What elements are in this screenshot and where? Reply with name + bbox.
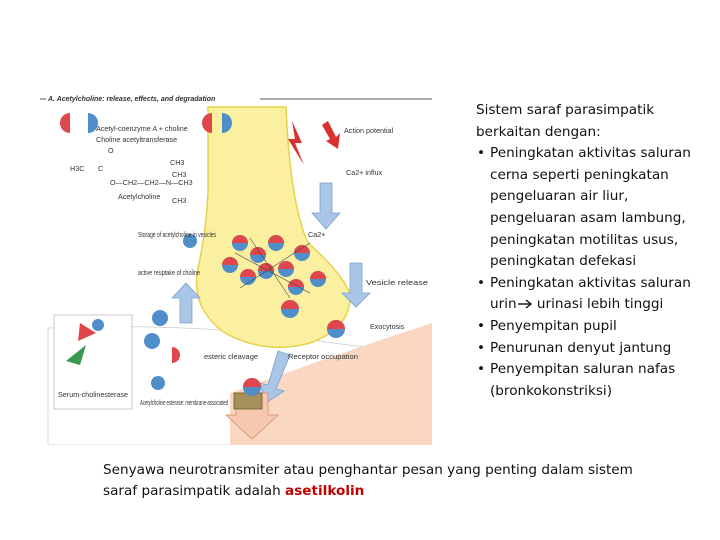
label-ch3-top: CH3 <box>170 158 184 167</box>
label-chain: O—CH2—CH2—N—CH3 <box>110 178 193 187</box>
acetylcholine-figure: A. Acetylcholine: release, effects, and … <box>40 93 432 445</box>
postsynaptic-membrane <box>230 323 432 445</box>
side-bullet-list: Peningkatan aktivitas saluran cerna sepe… <box>476 143 716 402</box>
action-potential-spark <box>288 121 304 165</box>
footer-caption: Senyawa neurotransmiter atau penghantar … <box>103 460 663 502</box>
label-h3c: H3C <box>70 164 84 173</box>
cholinesterase-shape <box>66 345 86 365</box>
bullet-item: Penyempitan pupil <box>476 316 716 338</box>
label-o: O <box>108 146 114 155</box>
label-ca: Ca2+ <box>308 230 325 239</box>
label-ch3-right: CH3 <box>172 170 186 179</box>
figure-title: A. Acetylcholine: release, effects, and … <box>47 96 215 103</box>
label-exocytosis: Exocytosis <box>370 322 405 331</box>
acetylcholine-molecules <box>60 113 345 396</box>
bullet-urine-part-b: urinasi lebih tinggi <box>532 296 664 313</box>
bullet-urine-part-a: Peningkatan aktivitas saluran urin <box>490 274 691 313</box>
figure-canvas: A. Acetylcholine: release, effects, and … <box>40 96 432 445</box>
side-heading: Sistem saraf parasimpatik berkaitan deng… <box>476 102 655 140</box>
label-acetylcholine: Acetylcholine <box>118 192 160 201</box>
bullet-item-urine: Peningkatan aktivitas saluran urin urina… <box>476 273 716 316</box>
label-c: C <box>98 164 103 173</box>
nerve-terminal <box>195 106 351 348</box>
bullet-item: Penurunan denyut jantung <box>476 338 716 360</box>
label-serum: Serum-cholinesterase <box>58 390 128 399</box>
label-acetyl-coa: Acetyl-coenzyme A + choline <box>96 124 188 133</box>
release-arrow <box>311 182 341 230</box>
ca-influx-arrow <box>322 121 340 149</box>
label-vesicle-release: Vesicle release <box>366 278 428 287</box>
exocytosis-arrow <box>341 262 371 308</box>
label-action-potential: Action potential <box>344 126 394 135</box>
reuptake-arrow <box>171 282 201 324</box>
side-panel: Sistem saraf parasimpatik berkaitan deng… <box>476 100 716 402</box>
bullet-item: Penyempitan saluran nafas (bronkokonstri… <box>476 359 716 402</box>
footer-accent-term: asetilkolin <box>285 483 365 499</box>
label-reuptake: active reuptake of choline <box>138 268 200 277</box>
label-receptor: Receptor occupation <box>288 352 358 361</box>
bullet-item: Peningkatan aktivitas saluran cerna sepe… <box>476 143 716 273</box>
receptor-block <box>233 392 263 410</box>
label-ache: Acetylcholine esterase: membrane-associa… <box>140 398 228 407</box>
label-esteric: esteric cleavage <box>204 352 258 361</box>
cleavage-arrow <box>259 350 291 404</box>
vesicle-cluster <box>222 235 326 299</box>
label-ca-influx: Ca2+ influx <box>346 168 383 177</box>
label-ch3-bottom: CH3 <box>172 196 186 205</box>
footer-text: Senyawa neurotransmiter atau penghantar … <box>103 462 633 499</box>
label-choline-acetyltransferase: Choline acetyltransferase <box>96 135 177 144</box>
arrow-right-icon <box>517 299 532 309</box>
label-storage: Storage of acetylcholine in vesicles <box>138 230 216 239</box>
serum-panel <box>53 314 133 410</box>
